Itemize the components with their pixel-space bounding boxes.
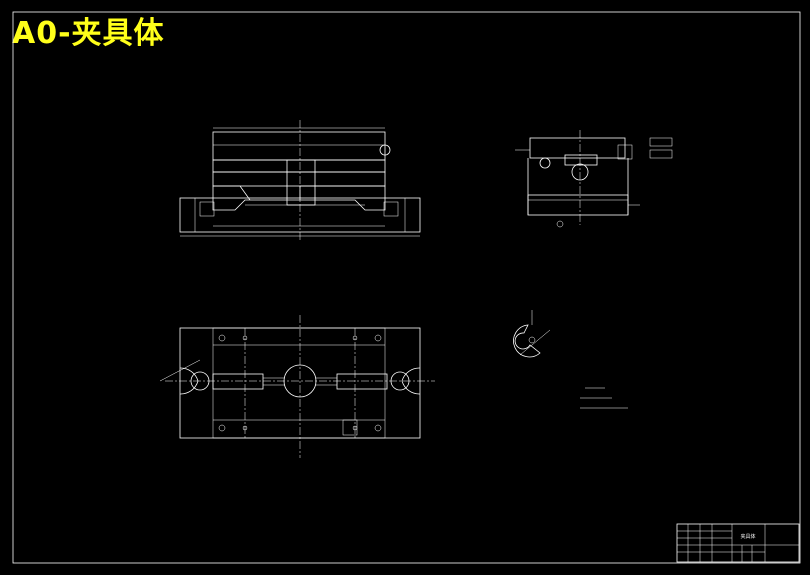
side-view	[515, 130, 673, 228]
technical-notes	[580, 387, 628, 409]
detail-view	[513, 310, 551, 358]
title-block-name: 夹具体	[740, 533, 755, 540]
front-section-view	[179, 120, 421, 240]
title-block: 夹具体	[676, 523, 800, 563]
drawing-title: A0-夹具体	[12, 16, 165, 51]
sheet-border	[12, 11, 801, 564]
plan-view	[159, 315, 435, 458]
